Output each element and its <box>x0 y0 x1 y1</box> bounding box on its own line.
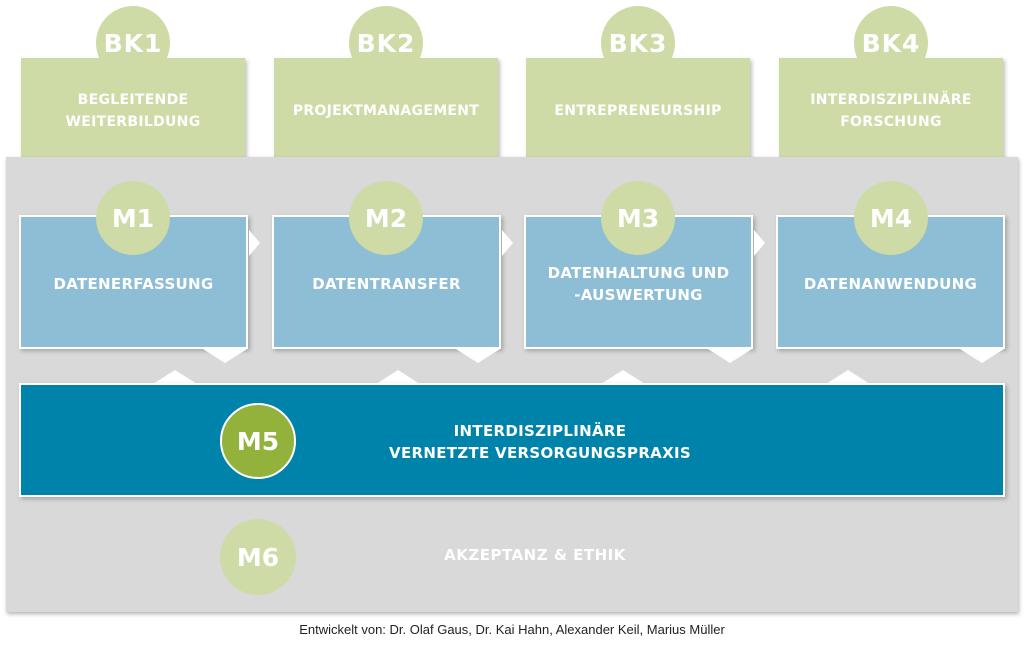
footer-credits: Entwickelt von: Dr. Olaf Gaus, Dr. Kai H… <box>299 622 725 637</box>
m2-label: DATENTRANSFER <box>312 275 461 293</box>
m1-badge: M1 <box>96 181 170 255</box>
bk2-box: PROJEKTMANAGEMENT <box>274 58 498 158</box>
bk1-label: BEGLEITENDE WEITERBILDUNG <box>65 92 201 130</box>
m6-label: AKZEPTANZ & ETHIK <box>444 546 626 564</box>
m6-badge: M6 <box>220 519 296 595</box>
bk4-label: INTERDISZIPLINÄRE FORSCHUNG <box>810 92 972 130</box>
bk3-badge: BK3 <box>601 6 675 80</box>
bk3-label: ENTREPRENEURSHIP <box>554 103 722 119</box>
arrow-up-icon <box>376 370 420 384</box>
arrow-down-icon <box>708 349 752 363</box>
arrow-up-icon <box>153 370 197 384</box>
bk2-label: PROJEKTMANAGEMENT <box>292 103 480 119</box>
m4-badge: M4 <box>854 181 928 255</box>
arrow-up-icon <box>826 370 870 384</box>
m4-label: DATENANWENDUNG <box>803 275 978 293</box>
m3-badge: M3 <box>601 181 675 255</box>
arrow-right-icon <box>502 230 513 256</box>
bk1-badge: BK1 <box>96 6 170 80</box>
arrow-down-icon <box>960 349 1004 363</box>
m5-badge: M5 <box>220 403 296 479</box>
m3-label: DATENHALTUNG UND -AUSWERTUNG <box>547 264 730 304</box>
m2-badge: M2 <box>349 181 423 255</box>
m5-label: INTERDISZIPLINÄRE VERNETZTE VERSORGUNGSP… <box>389 422 691 462</box>
bk2-badge: BK2 <box>349 6 423 80</box>
arrow-down-icon <box>203 349 247 363</box>
bk4-badge: BK4 <box>854 6 928 80</box>
arrow-down-icon <box>456 349 500 363</box>
arrow-right-icon <box>249 230 260 256</box>
arrow-up-icon <box>601 370 645 384</box>
arrow-right-icon <box>754 230 765 256</box>
m5-bar <box>19 383 1005 497</box>
m1-label: DATENERFASSUNG <box>53 275 214 293</box>
